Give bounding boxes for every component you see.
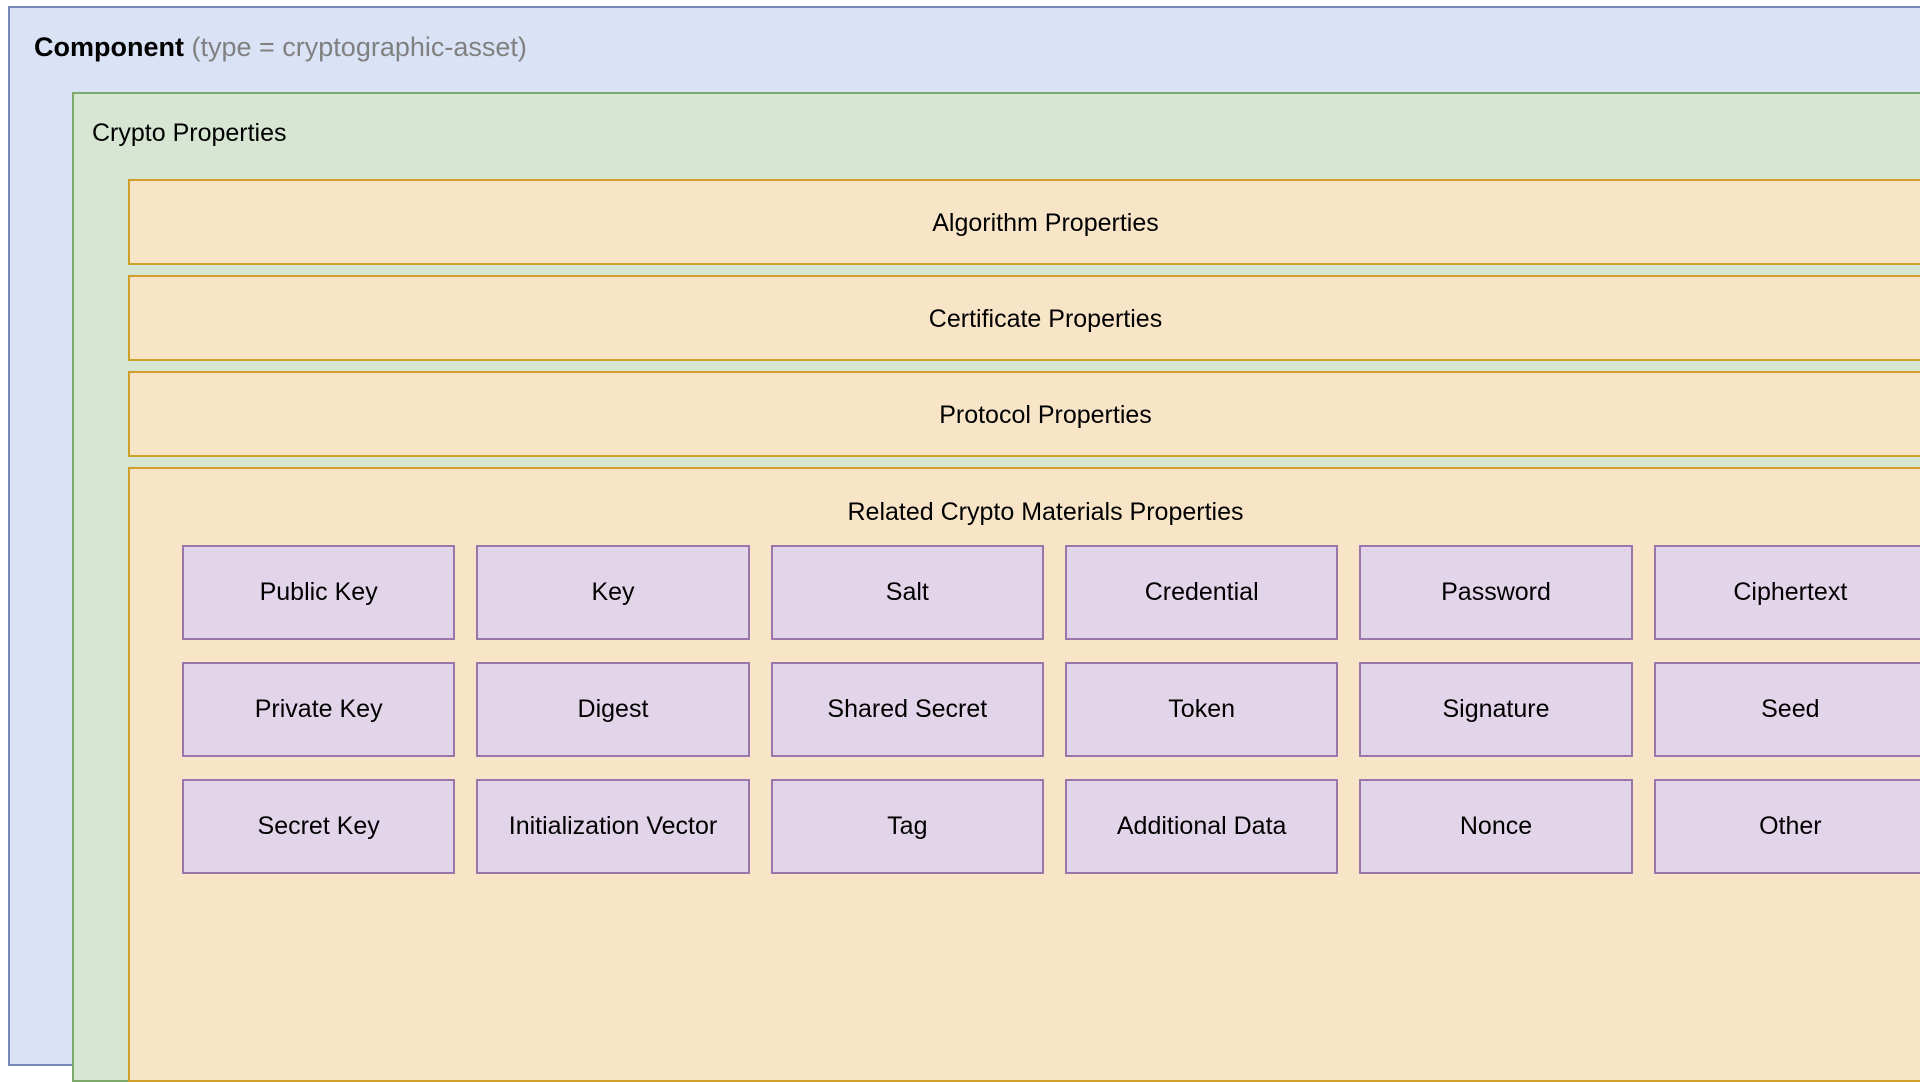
related-crypto-materials-label: Related Crypto Materials Properties [847, 498, 1244, 526]
material-cell[interactable]: Token [1065, 662, 1339, 757]
material-cell[interactable]: Ciphertext [1653, 545, 1920, 640]
material-cell[interactable]: Key [476, 545, 750, 640]
material-cell[interactable]: Seed [1653, 662, 1920, 757]
component-type-label: (type = cryptographic-asset) [191, 32, 527, 62]
component-name: Component [34, 32, 184, 62]
material-cell[interactable]: Nonce [1359, 779, 1633, 874]
algorithm-properties-label: Algorithm Properties [932, 209, 1159, 237]
material-cell[interactable]: Credential [1065, 545, 1339, 640]
certificate-properties-section: Certificate Properties [128, 275, 1920, 361]
material-cell[interactable]: Additional Data [1065, 779, 1339, 874]
material-cell[interactable]: Salt [770, 545, 1044, 640]
material-cell[interactable]: Signature [1359, 662, 1633, 757]
component-title: Component (type = cryptographic-asset) [34, 30, 527, 64]
material-cell[interactable]: Private Key [182, 662, 456, 757]
material-cell[interactable]: Public Key [182, 545, 456, 640]
material-cell[interactable]: Other [1653, 779, 1920, 874]
related-crypto-materials-section: Related Crypto Materials Properties Publ… [128, 467, 1920, 1082]
crypto-properties-title: Crypto Properties [92, 119, 287, 147]
material-cell[interactable]: Shared Secret [770, 662, 1044, 757]
material-cell[interactable]: Password [1359, 545, 1633, 640]
protocol-properties-section: Protocol Properties [128, 371, 1920, 457]
certificate-properties-label: Certificate Properties [928, 305, 1163, 333]
material-cell[interactable]: Tag [770, 779, 1044, 874]
material-cell[interactable]: Initialization Vector [476, 779, 750, 874]
protocol-properties-label: Protocol Properties [939, 401, 1152, 429]
material-cell[interactable]: Digest [476, 662, 750, 757]
component-box: Component (type = cryptographic-asset) C… [8, 6, 1920, 1082]
algorithm-properties-section: Algorithm Properties [128, 179, 1920, 265]
material-cell[interactable]: Secret Key [182, 779, 456, 874]
crypto-properties-box: Crypto Properties Algorithm Properties C… [72, 92, 1920, 1082]
